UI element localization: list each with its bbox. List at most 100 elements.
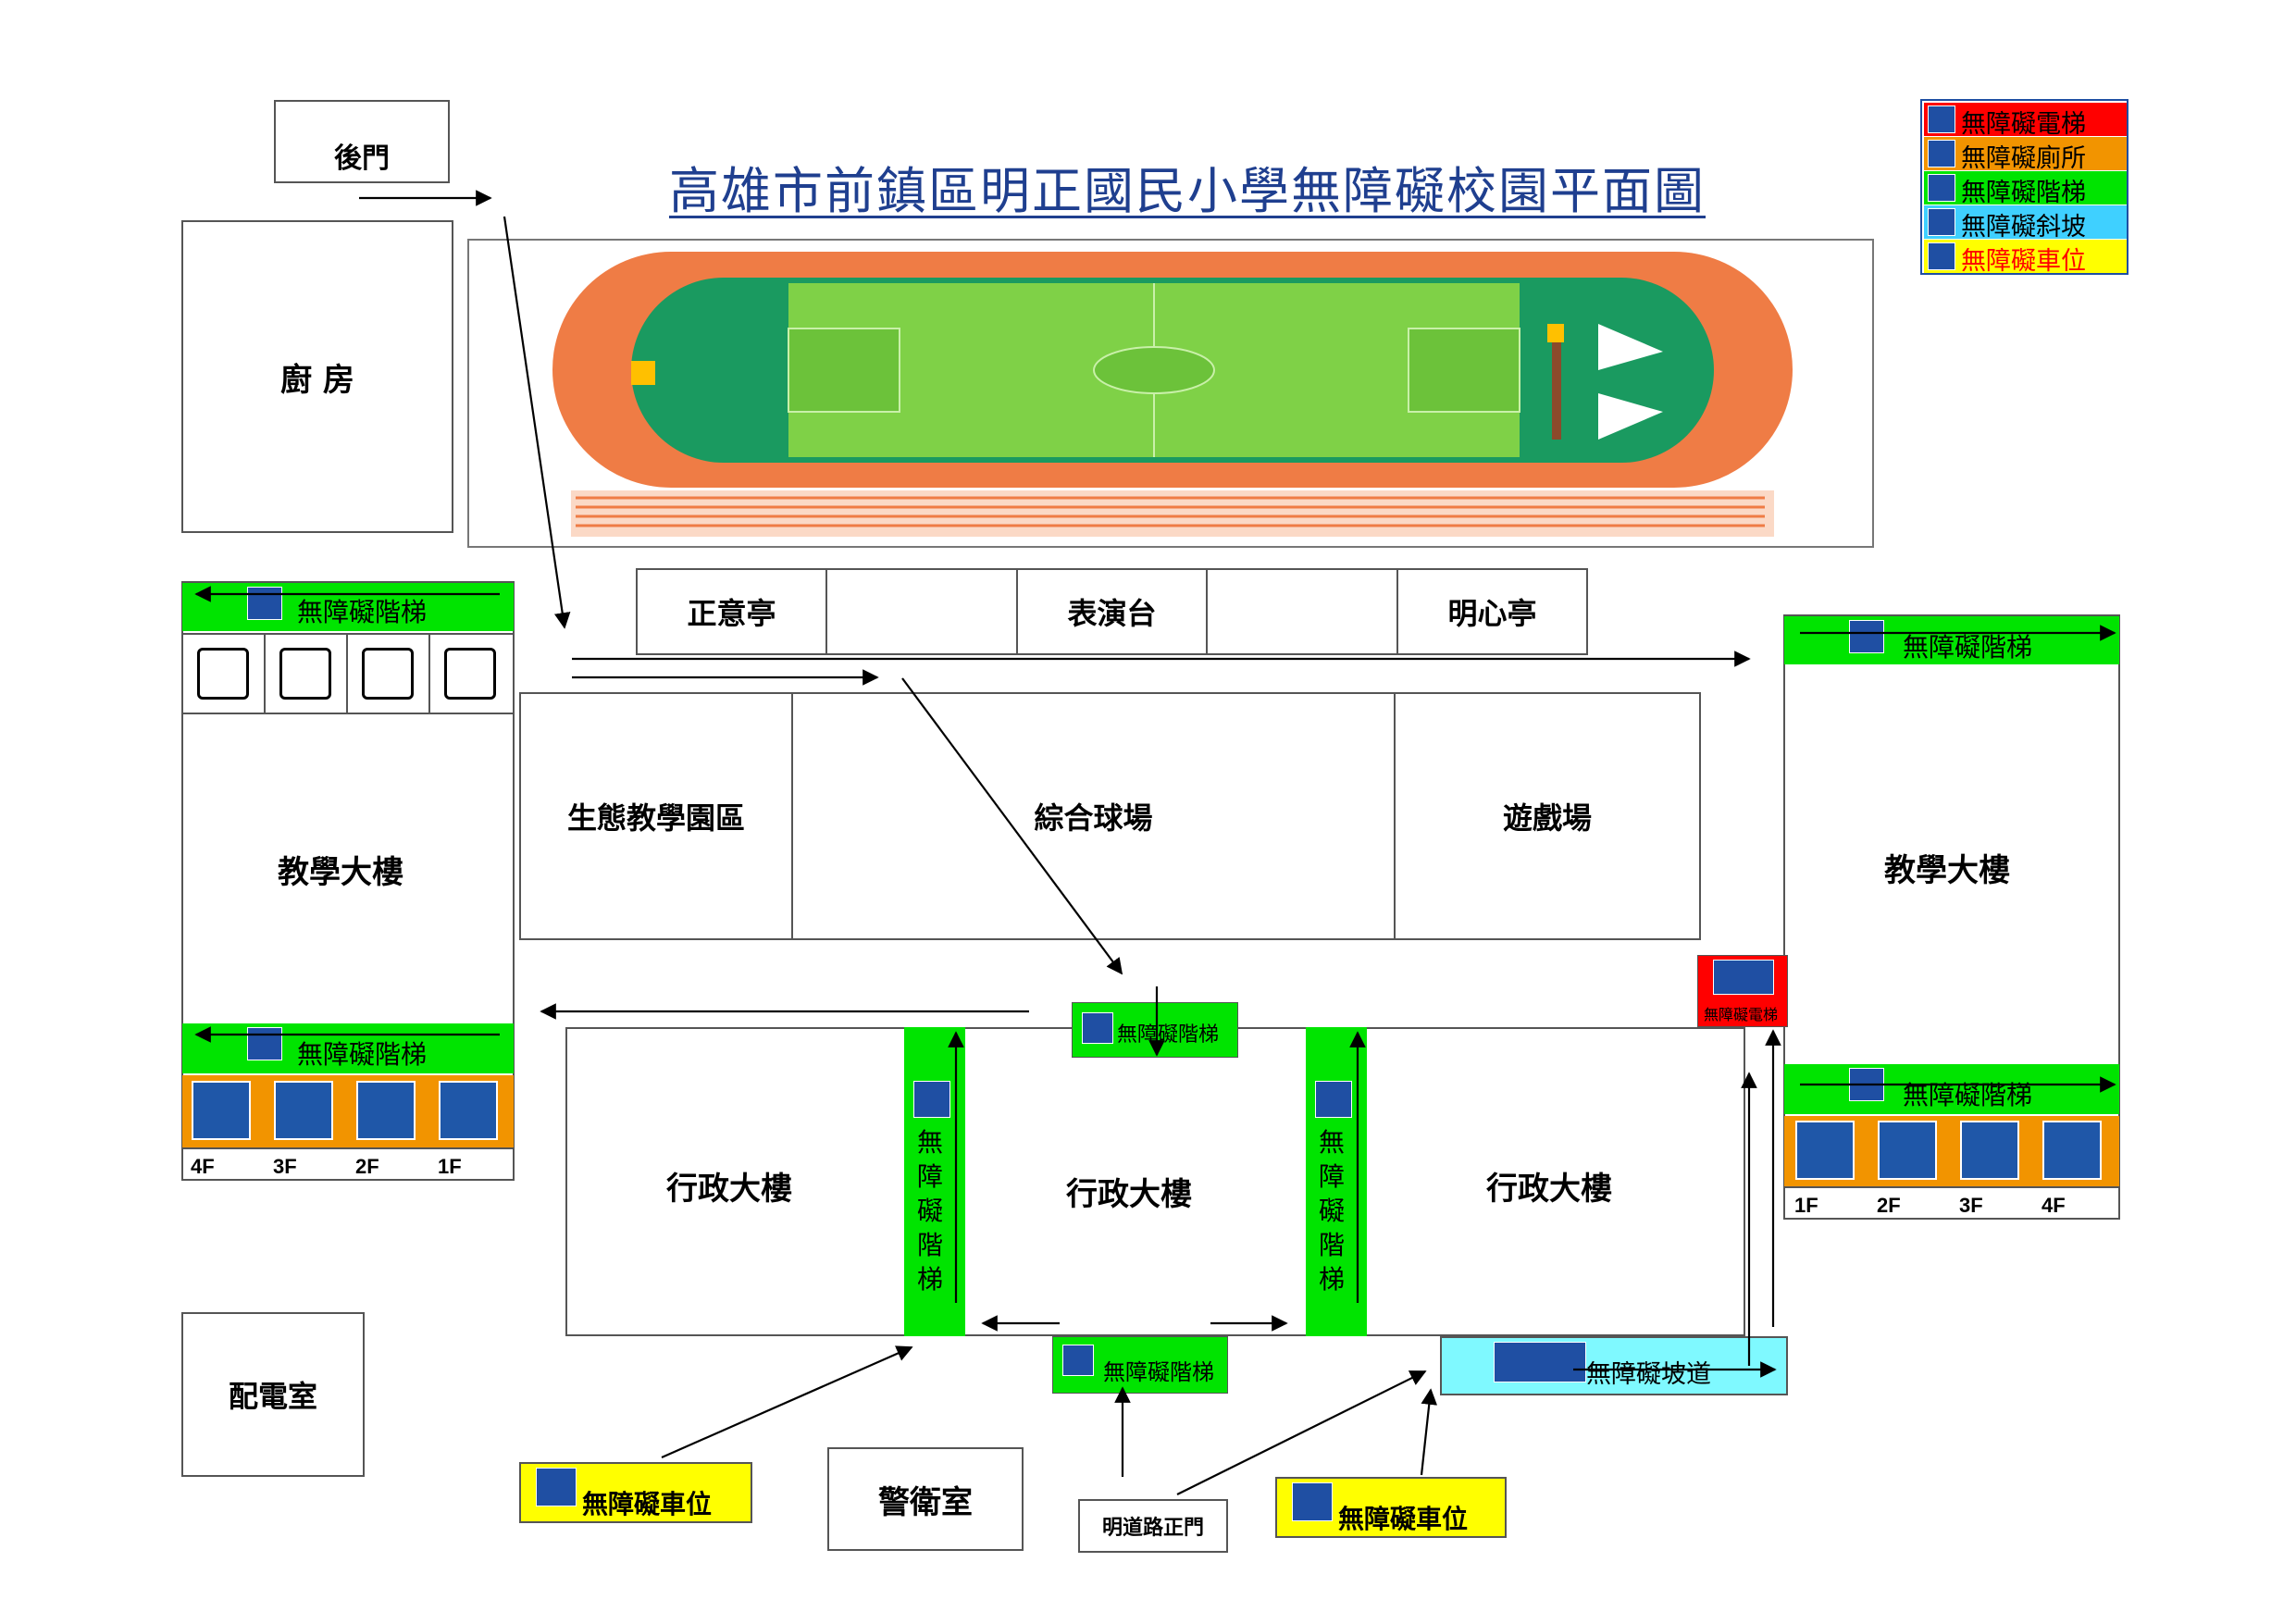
stage-label: 表演台 [1067, 596, 1157, 631]
guard-room-label: 警衛室 [878, 1483, 973, 1521]
stairs-icon [1928, 174, 1955, 202]
stairs-label: 無障礙階梯 [1903, 632, 2033, 663]
legend-label: 無障礙車位 [1961, 247, 2086, 276]
pavilion-mingxin-label: 明心亭 [1447, 596, 1537, 631]
stairs-char: 階 [1319, 1230, 1346, 1260]
admin-building-3-label: 行政大樓 [1486, 1171, 1612, 1208]
legend-item-ramp: 無障礙斜坡 [1924, 205, 2127, 242]
legend-item-stairs: 無障礙階梯 [1924, 171, 2127, 207]
parking-icon [1928, 242, 1955, 270]
stairs-char: 障 [1319, 1161, 1346, 1192]
stairs-char: 階 [917, 1230, 944, 1260]
toilet-row-left [182, 633, 514, 714]
power-room-label: 配電室 [228, 1379, 317, 1414]
accessible-ramp: 無障礙坡道 [1440, 1336, 1788, 1395]
elevator-icon [1928, 105, 1955, 133]
sports-court: 綜合球場 [791, 692, 1396, 940]
floor-label: 2F [355, 1155, 379, 1178]
stairs-icon [247, 587, 282, 620]
floor-label: 4F [191, 1155, 215, 1178]
stairs-icon [1062, 1345, 1094, 1376]
page-title: 高雄市前鎮區明正國民小學無障礙校園平面圖 [669, 162, 1706, 220]
main-gate-label: 明道路正門 [1101, 1516, 1204, 1540]
guard-room: 警衛室 [827, 1447, 1024, 1551]
restroom-icon [279, 648, 331, 700]
legend-label: 無障礙斜坡 [1961, 213, 2086, 242]
ramp-icon [1928, 208, 1955, 236]
stairs-left-top: 無障礙階梯 [182, 583, 514, 631]
legend-item-elevator: 無障礙電梯 [1924, 103, 2127, 139]
toilet-icon [1928, 140, 1955, 167]
playground: 遊戲場 [1394, 692, 1701, 940]
stairs-char: 無 [917, 1127, 944, 1158]
back-gate: 後門 [274, 100, 450, 183]
admin-building [565, 1027, 1745, 1336]
connector [825, 568, 1018, 655]
stairs-char: 梯 [917, 1264, 944, 1295]
stage: 表演台 [1016, 568, 1208, 655]
parking-label: 無障礙車位 [1338, 1504, 1469, 1534]
route-arrow [1420, 1388, 1438, 1476]
restroom-icon [197, 648, 249, 700]
eco-garden: 生態教學園區 [519, 692, 793, 940]
admin-building-2-label: 行政大樓 [1066, 1176, 1192, 1213]
floor-label: 1F [438, 1155, 462, 1178]
stairs-char: 礙 [917, 1196, 944, 1226]
teaching-building-right-label: 教學大樓 [1884, 852, 2010, 889]
floor-label: 1F [1794, 1194, 1818, 1217]
stairs-icon [1082, 1012, 1113, 1044]
accessible-toilet-icon [1795, 1121, 1855, 1180]
floor-row-left: 4F 3F 2F 1F [181, 1147, 515, 1183]
stairs-label: 無障礙階梯 [297, 1039, 428, 1070]
stairs-vertical-text: 無 障 礙 階 梯 [917, 1125, 943, 1296]
teaching-building-left-label: 教學大樓 [278, 854, 403, 891]
accessible-toilets-right [1784, 1116, 2119, 1186]
stairs-label: 無障礙階梯 [297, 597, 428, 627]
stairs-admin-top: 無障礙階梯 [1072, 1002, 1238, 1058]
legend-label: 無障礙廁所 [1961, 144, 2086, 173]
accessible-toilet-icon [439, 1081, 498, 1140]
pavilion-zhengyi: 正意亭 [636, 568, 827, 655]
legend-label: 無障礙電梯 [1961, 110, 2086, 139]
legend-item-parking: 無障礙車位 [1924, 240, 2127, 276]
stairs-char: 障 [917, 1161, 944, 1192]
stairs-right-top: 無障礙階梯 [1784, 616, 2119, 664]
sports-court-label: 綜合球場 [1034, 800, 1153, 836]
route-arrow [1176, 1370, 1427, 1495]
legend-label: 無障礙階梯 [1961, 179, 2086, 207]
pavilion-zhengyi-label: 正意亭 [687, 596, 776, 631]
stairs-char: 梯 [1319, 1264, 1346, 1295]
floor-label: 3F [273, 1155, 297, 1178]
accessible-toilet-icon [274, 1081, 333, 1140]
accessible-elevator: 無障礙電梯 [1697, 955, 1788, 1027]
stairs-left-bottom: 無障礙階梯 [182, 1023, 514, 1073]
elevator-label: 無障礙電梯 [1704, 1006, 1779, 1023]
floor-label: 2F [1877, 1194, 1901, 1217]
ramp-icon [1494, 1342, 1586, 1382]
stairs-icon [913, 1081, 950, 1118]
ramp-label: 無障礙坡道 [1586, 1360, 1711, 1389]
playground-label: 遊戲場 [1502, 800, 1592, 836]
stairs-admin-bottom: 無障礙階梯 [1052, 1336, 1228, 1394]
parking-icon [1292, 1482, 1333, 1521]
accessible-toilet-icon [356, 1081, 416, 1140]
accessible-toilet-icon [1960, 1121, 2019, 1180]
elevator-icon [1713, 960, 1774, 995]
stairs-label: 無障礙階梯 [1117, 1023, 1220, 1047]
legend-item-toilet: 無障礙廁所 [1924, 137, 2127, 173]
kitchen-label: 廚 房 [280, 361, 354, 399]
restroom-icon [444, 648, 496, 700]
back-gate-label: 後門 [334, 143, 390, 175]
route-arrow [661, 1345, 913, 1459]
stairs-icon [1315, 1081, 1352, 1118]
accessible-toilets-left [182, 1075, 514, 1147]
stairs-char: 無 [1319, 1127, 1346, 1158]
route-arrow [901, 677, 1123, 975]
accessible-toilet-icon [192, 1081, 251, 1140]
admin-building-1-label: 行政大樓 [666, 1171, 792, 1208]
power-room: 配電室 [181, 1312, 365, 1477]
floor-label: 3F [1959, 1194, 1983, 1217]
eco-garden-label: 生態教學園區 [566, 800, 745, 836]
accessible-toilet-icon [1878, 1121, 1937, 1180]
